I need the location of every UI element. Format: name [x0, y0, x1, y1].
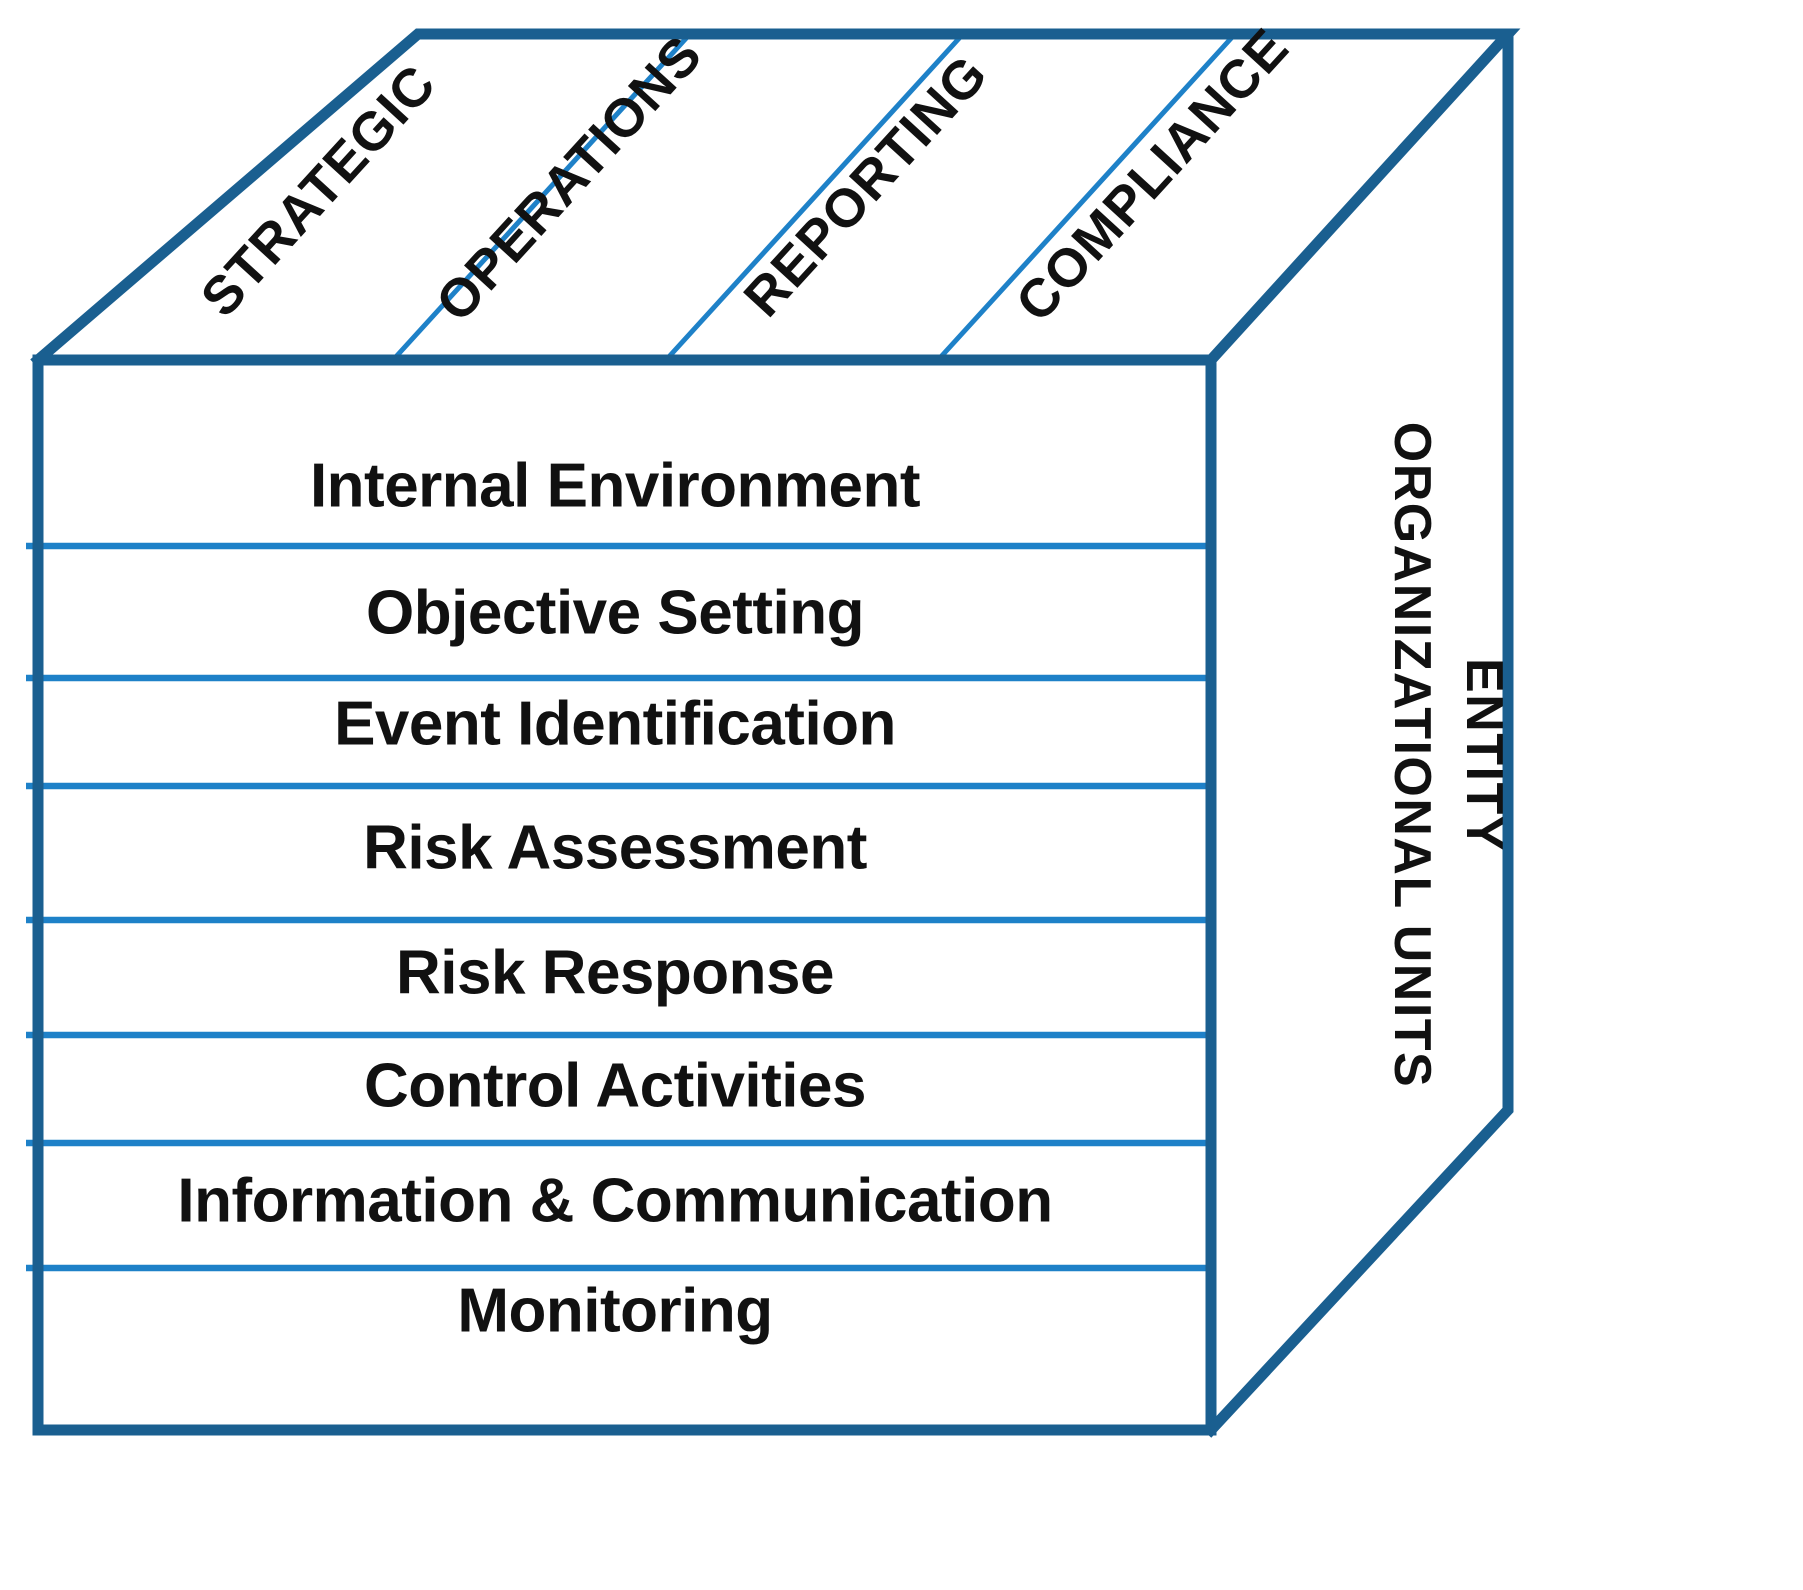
top-divider-2: [664, 32, 965, 362]
unit-label-entity: ENTITY: [1455, 658, 1513, 852]
top-face-column-dividers: [391, 32, 1237, 362]
top-face-fill: [38, 34, 1508, 360]
component-label-monitoring: Monitoring: [457, 1276, 772, 1345]
top-face-outline: [30, 28, 1521, 368]
top-divider-3: [936, 32, 1237, 362]
front-face-row-dividers: [26, 542, 1206, 1272]
organizational-unit-labels: ORGANIZATIONAL UNITS ENTITY: [1383, 422, 1513, 1089]
component-label-risk-assessment: Risk Assessment: [363, 813, 867, 882]
component-label-objective-setting: Objective Setting: [366, 578, 864, 647]
unit-label-organizational-units: ORGANIZATIONAL UNITS: [1383, 422, 1441, 1089]
component-label-event-identification: Event Identification: [334, 689, 896, 758]
component-label-internal-environment: Internal Environment: [310, 451, 920, 520]
right-face-fill: [1211, 34, 1508, 1430]
right-face-outline: [1203, 28, 1514, 1438]
component-label-control-activities: Control Activities: [364, 1051, 866, 1120]
cube-outline: [30, 28, 1521, 1438]
top-divider-1: [391, 32, 692, 362]
component-labels: Internal Environment Objective Setting E…: [177, 451, 1053, 1345]
front-face-fill: [38, 360, 1211, 1430]
component-label-risk-response: Risk Response: [396, 938, 834, 1007]
component-label-information-communication: Information & Communication: [177, 1166, 1052, 1235]
